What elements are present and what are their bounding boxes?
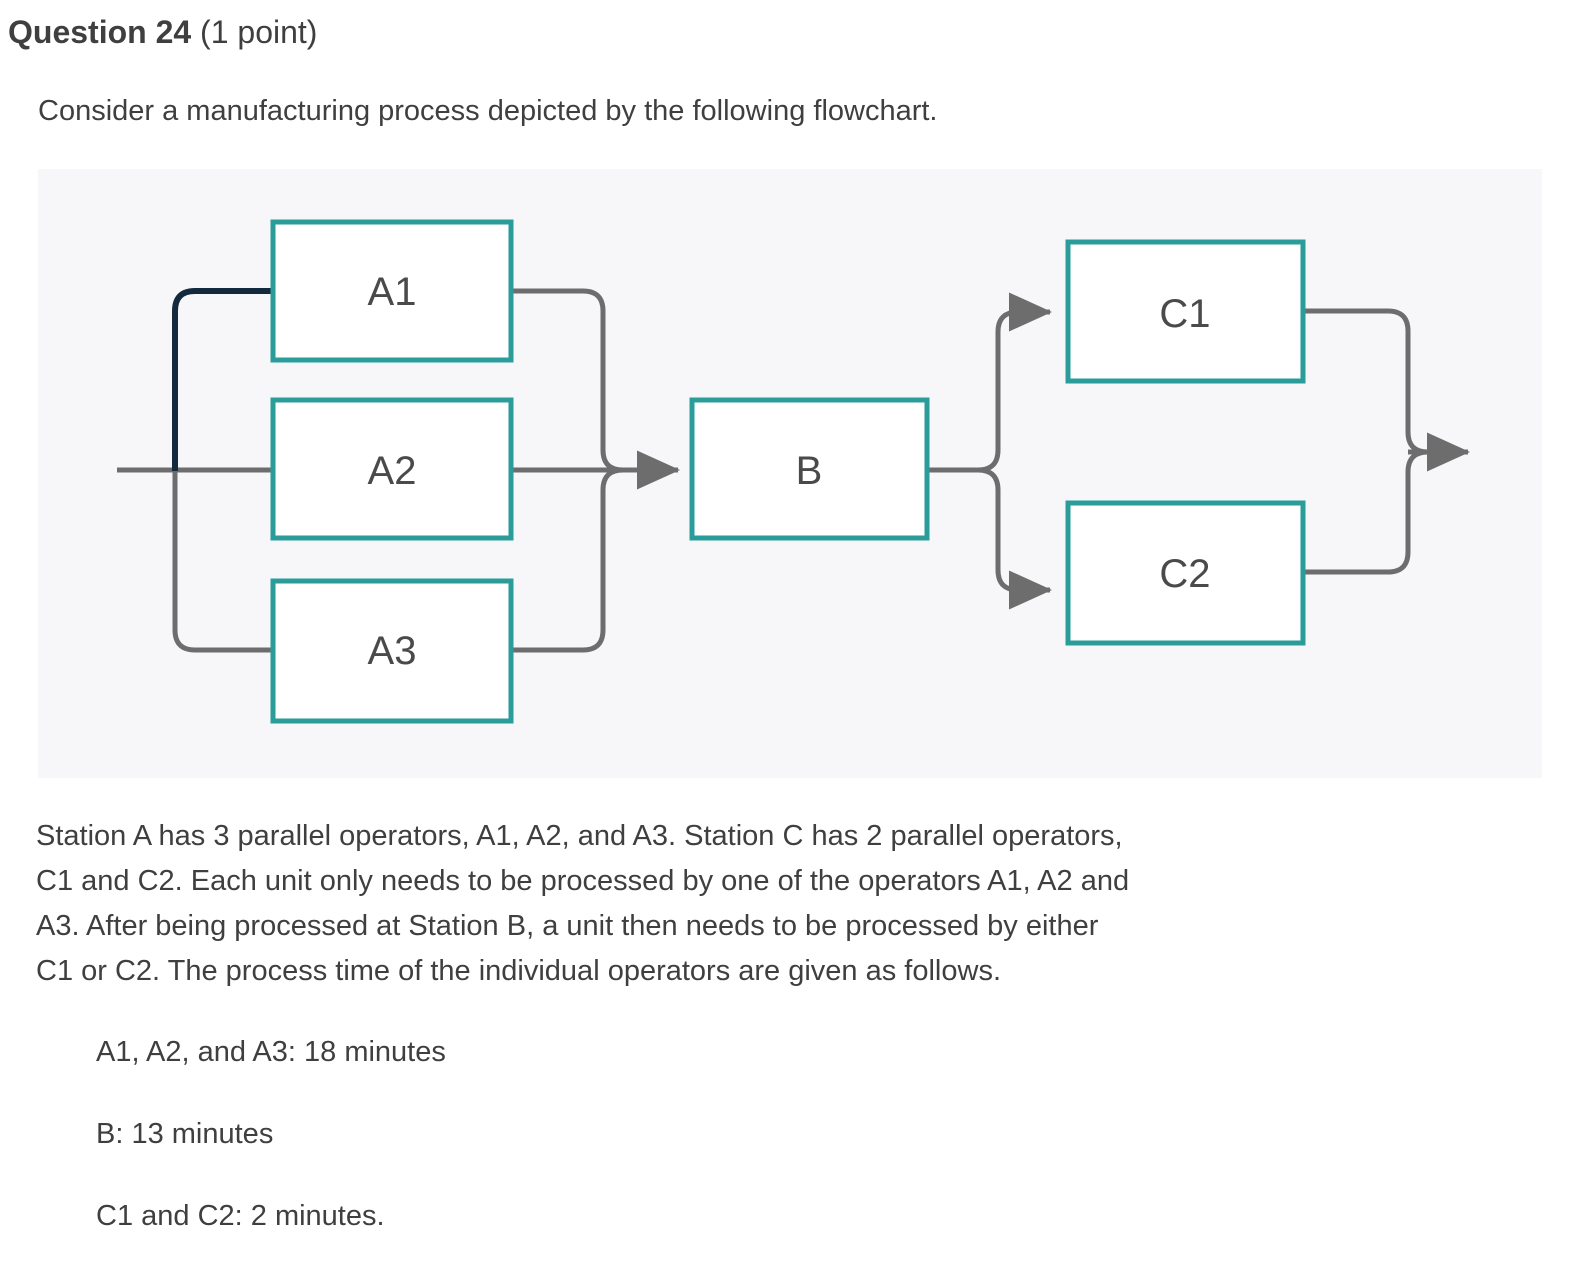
process-time-list: A1, A2, and A3: 18 minutes B: 13 minutes… — [96, 1032, 1096, 1236]
process-time-item-c: C1 and C2: 2 minutes. — [96, 1200, 385, 1232]
question-header: Question 24 (1 point) — [8, 12, 317, 52]
flowchart-panel: A1 A2 A3 B C1 — [38, 169, 1542, 778]
question-number: Question 24 — [8, 14, 192, 50]
node-b-box[interactable] — [689, 397, 930, 541]
node-a2-box[interactable] — [270, 397, 514, 541]
connector-b-to-c1 — [927, 309, 1019, 473]
body-line: Station A has 3 parallel operators, A1, … — [36, 820, 1123, 852]
body-line: C1 or C2. The process time of the indivi… — [36, 955, 1002, 987]
question-points: (1 point) — [200, 14, 318, 50]
connector-a1-out — [511, 288, 624, 473]
flowchart-svg: A1 A2 A3 B C1 — [117, 219, 1471, 724]
node-b[interactable]: B — [689, 397, 930, 541]
node-a1[interactable]: A1 — [270, 219, 514, 363]
connector-a3-out — [511, 467, 624, 653]
connector-highlight-to-a1 — [172, 288, 275, 471]
connector-c2-out — [1303, 449, 1429, 575]
node-a3-label: A3 — [368, 629, 417, 673]
connector-b-to-c2 — [927, 467, 1019, 593]
body-line: C1 and C2. Each unit only needs to be pr… — [36, 865, 1130, 897]
node-c2-box[interactable] — [1065, 500, 1306, 646]
node-a3-box[interactable] — [270, 578, 514, 724]
node-b-label: B — [796, 449, 823, 493]
node-a1-label: A1 — [368, 270, 417, 314]
node-a1-box[interactable] — [270, 219, 514, 363]
node-c1[interactable]: C1 — [1065, 239, 1306, 384]
node-c2-label: C2 — [1159, 552, 1210, 596]
process-time-item-a: A1, A2, and A3: 18 minutes — [96, 1036, 446, 1068]
node-a2[interactable]: A2 — [270, 397, 514, 541]
process-time-item-b: B: 13 minutes — [96, 1118, 274, 1150]
node-a3[interactable]: A3 — [270, 578, 514, 724]
node-a2-label: A2 — [368, 449, 417, 493]
connector-split-to-a3 — [172, 470, 273, 653]
question-prompt: Consider a manufacturing process depicte… — [38, 95, 938, 127]
node-c1-label: C1 — [1159, 292, 1210, 336]
node-c2[interactable]: C2 — [1065, 500, 1306, 646]
body-line: A3. After being processed at Station B, … — [36, 910, 1099, 942]
connector-group — [117, 288, 1471, 653]
connector-c1-out — [1303, 308, 1429, 455]
node-c1-box[interactable] — [1065, 239, 1306, 384]
body-paragraph: Station A has 3 parallel operators, A1, … — [36, 814, 1506, 994]
